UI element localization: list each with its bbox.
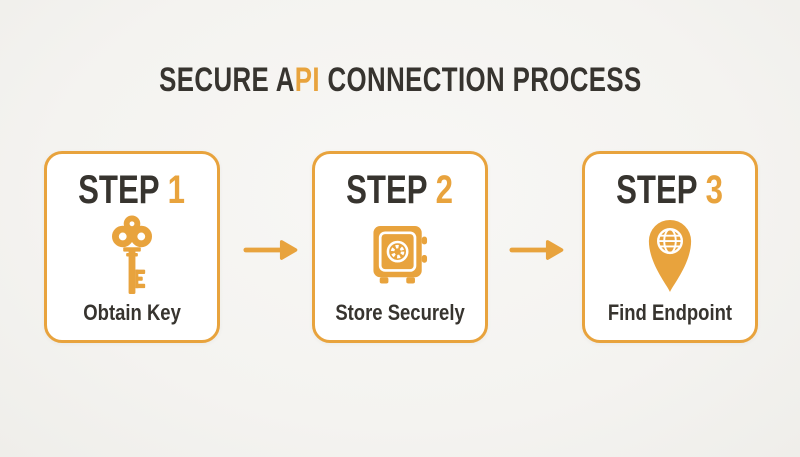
step-card-1: STEP 1 Obtain Key: [44, 151, 220, 343]
step-3-heading: STEP 3: [617, 168, 724, 212]
location-pin-globe-icon: [648, 219, 692, 292]
step-2-caption: Store Securely: [335, 300, 465, 325]
step-card-2: STEP 2 Store Securely: [312, 151, 488, 343]
arrow-right-icon: [509, 240, 564, 260]
arrow-right-icon: [243, 240, 298, 260]
page-title-text: SECURE API CONNECTION PROCESS: [159, 62, 641, 98]
step-3-icon-wrap: [646, 212, 694, 297]
step-3-number: 3: [706, 168, 724, 212]
step-3-caption: Find Endpoint: [607, 300, 733, 325]
step-1-caption: Obtain Key: [83, 300, 181, 325]
page-title: SECURE API CONNECTION PROCESS: [0, 62, 800, 98]
step-3-heading-label: STEP: [616, 168, 707, 212]
step-1-heading: STEP 1: [79, 168, 186, 212]
step-2-number: 2: [436, 168, 454, 212]
key-icon: [112, 214, 152, 294]
safe-icon: [373, 225, 428, 283]
title-part1: SECURE A: [158, 61, 295, 99]
step-1-heading-label: STEP: [78, 168, 169, 212]
step-1-icon-wrap: [107, 212, 157, 297]
step-2-icon-wrap: [372, 212, 428, 297]
step-2-heading: STEP 2: [347, 168, 454, 212]
step-1-number: 1: [168, 168, 186, 212]
title-highlight: PI: [294, 61, 320, 99]
title-part2: CONNECTION PROCESS: [319, 61, 642, 99]
step-card-3: STEP 3 Find Endpoint: [582, 151, 758, 343]
step-2-heading-label: STEP: [346, 168, 437, 212]
